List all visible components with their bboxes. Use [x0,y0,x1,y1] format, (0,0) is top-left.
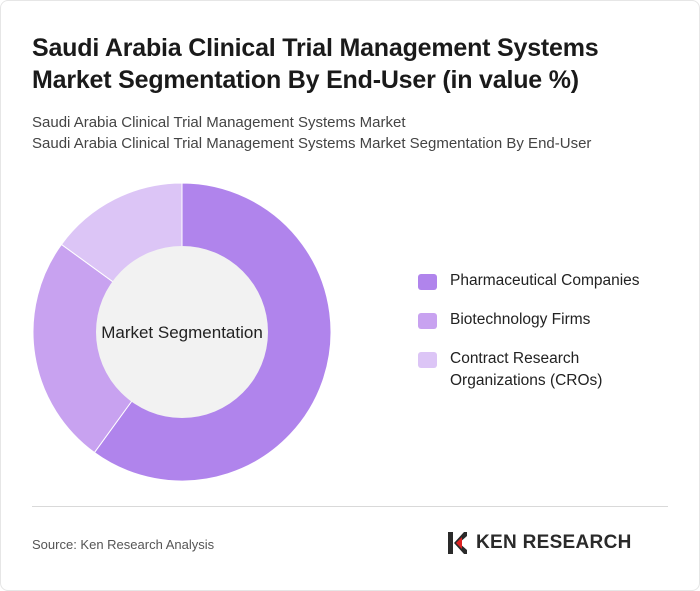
legend-label-line1: Pharmaceutical Companies [450,272,640,289]
legend-item-cros: Contract Research Organizations (CROs) [418,348,688,392]
ken-research-logo: KEN RESEARCH [446,530,632,556]
footer-divider [32,506,668,507]
title-line-1: Saudi Arabia Clinical Trial Management S… [32,34,599,62]
legend-item-biotechnology: Biotechnology Firms [418,309,688,331]
ken-research-logo-text: KEN RESEARCH [476,532,632,553]
legend-item-pharmaceutical: Pharmaceutical Companies [418,270,688,292]
legend-label-line1: Contract Research [450,350,580,367]
chart-legend: Pharmaceutical Companies Biotechnology F… [418,270,688,409]
donut-chart: Market Segmentation [32,182,332,482]
donut-center-label: Market Segmentation [101,323,263,342]
legend-label-line1: Biotechnology Firms [450,311,591,328]
title-line-2: Market Segmentation By End-User (in valu… [32,66,579,94]
legend-label-line2: Organizations (CROs) [450,372,603,389]
legend-label: Contract Research Organizations (CROs) [450,348,602,392]
legend-swatch [418,274,437,290]
legend-swatch [418,313,437,329]
legend-label: Biotechnology Firms [450,309,590,331]
chart-title: Saudi Arabia Clinical Trial Management S… [32,32,652,96]
source-note: Source: Ken Research Analysis [32,537,215,552]
legend-label: Pharmaceutical Companies [450,270,640,292]
ken-research-logo-icon [448,532,467,554]
subtitle-line-1: Saudi Arabia Clinical Trial Management S… [32,114,406,131]
subtitle-line-2: Saudi Arabia Clinical Trial Management S… [32,135,592,152]
legend-swatch [418,352,437,368]
donut-center [96,246,268,418]
